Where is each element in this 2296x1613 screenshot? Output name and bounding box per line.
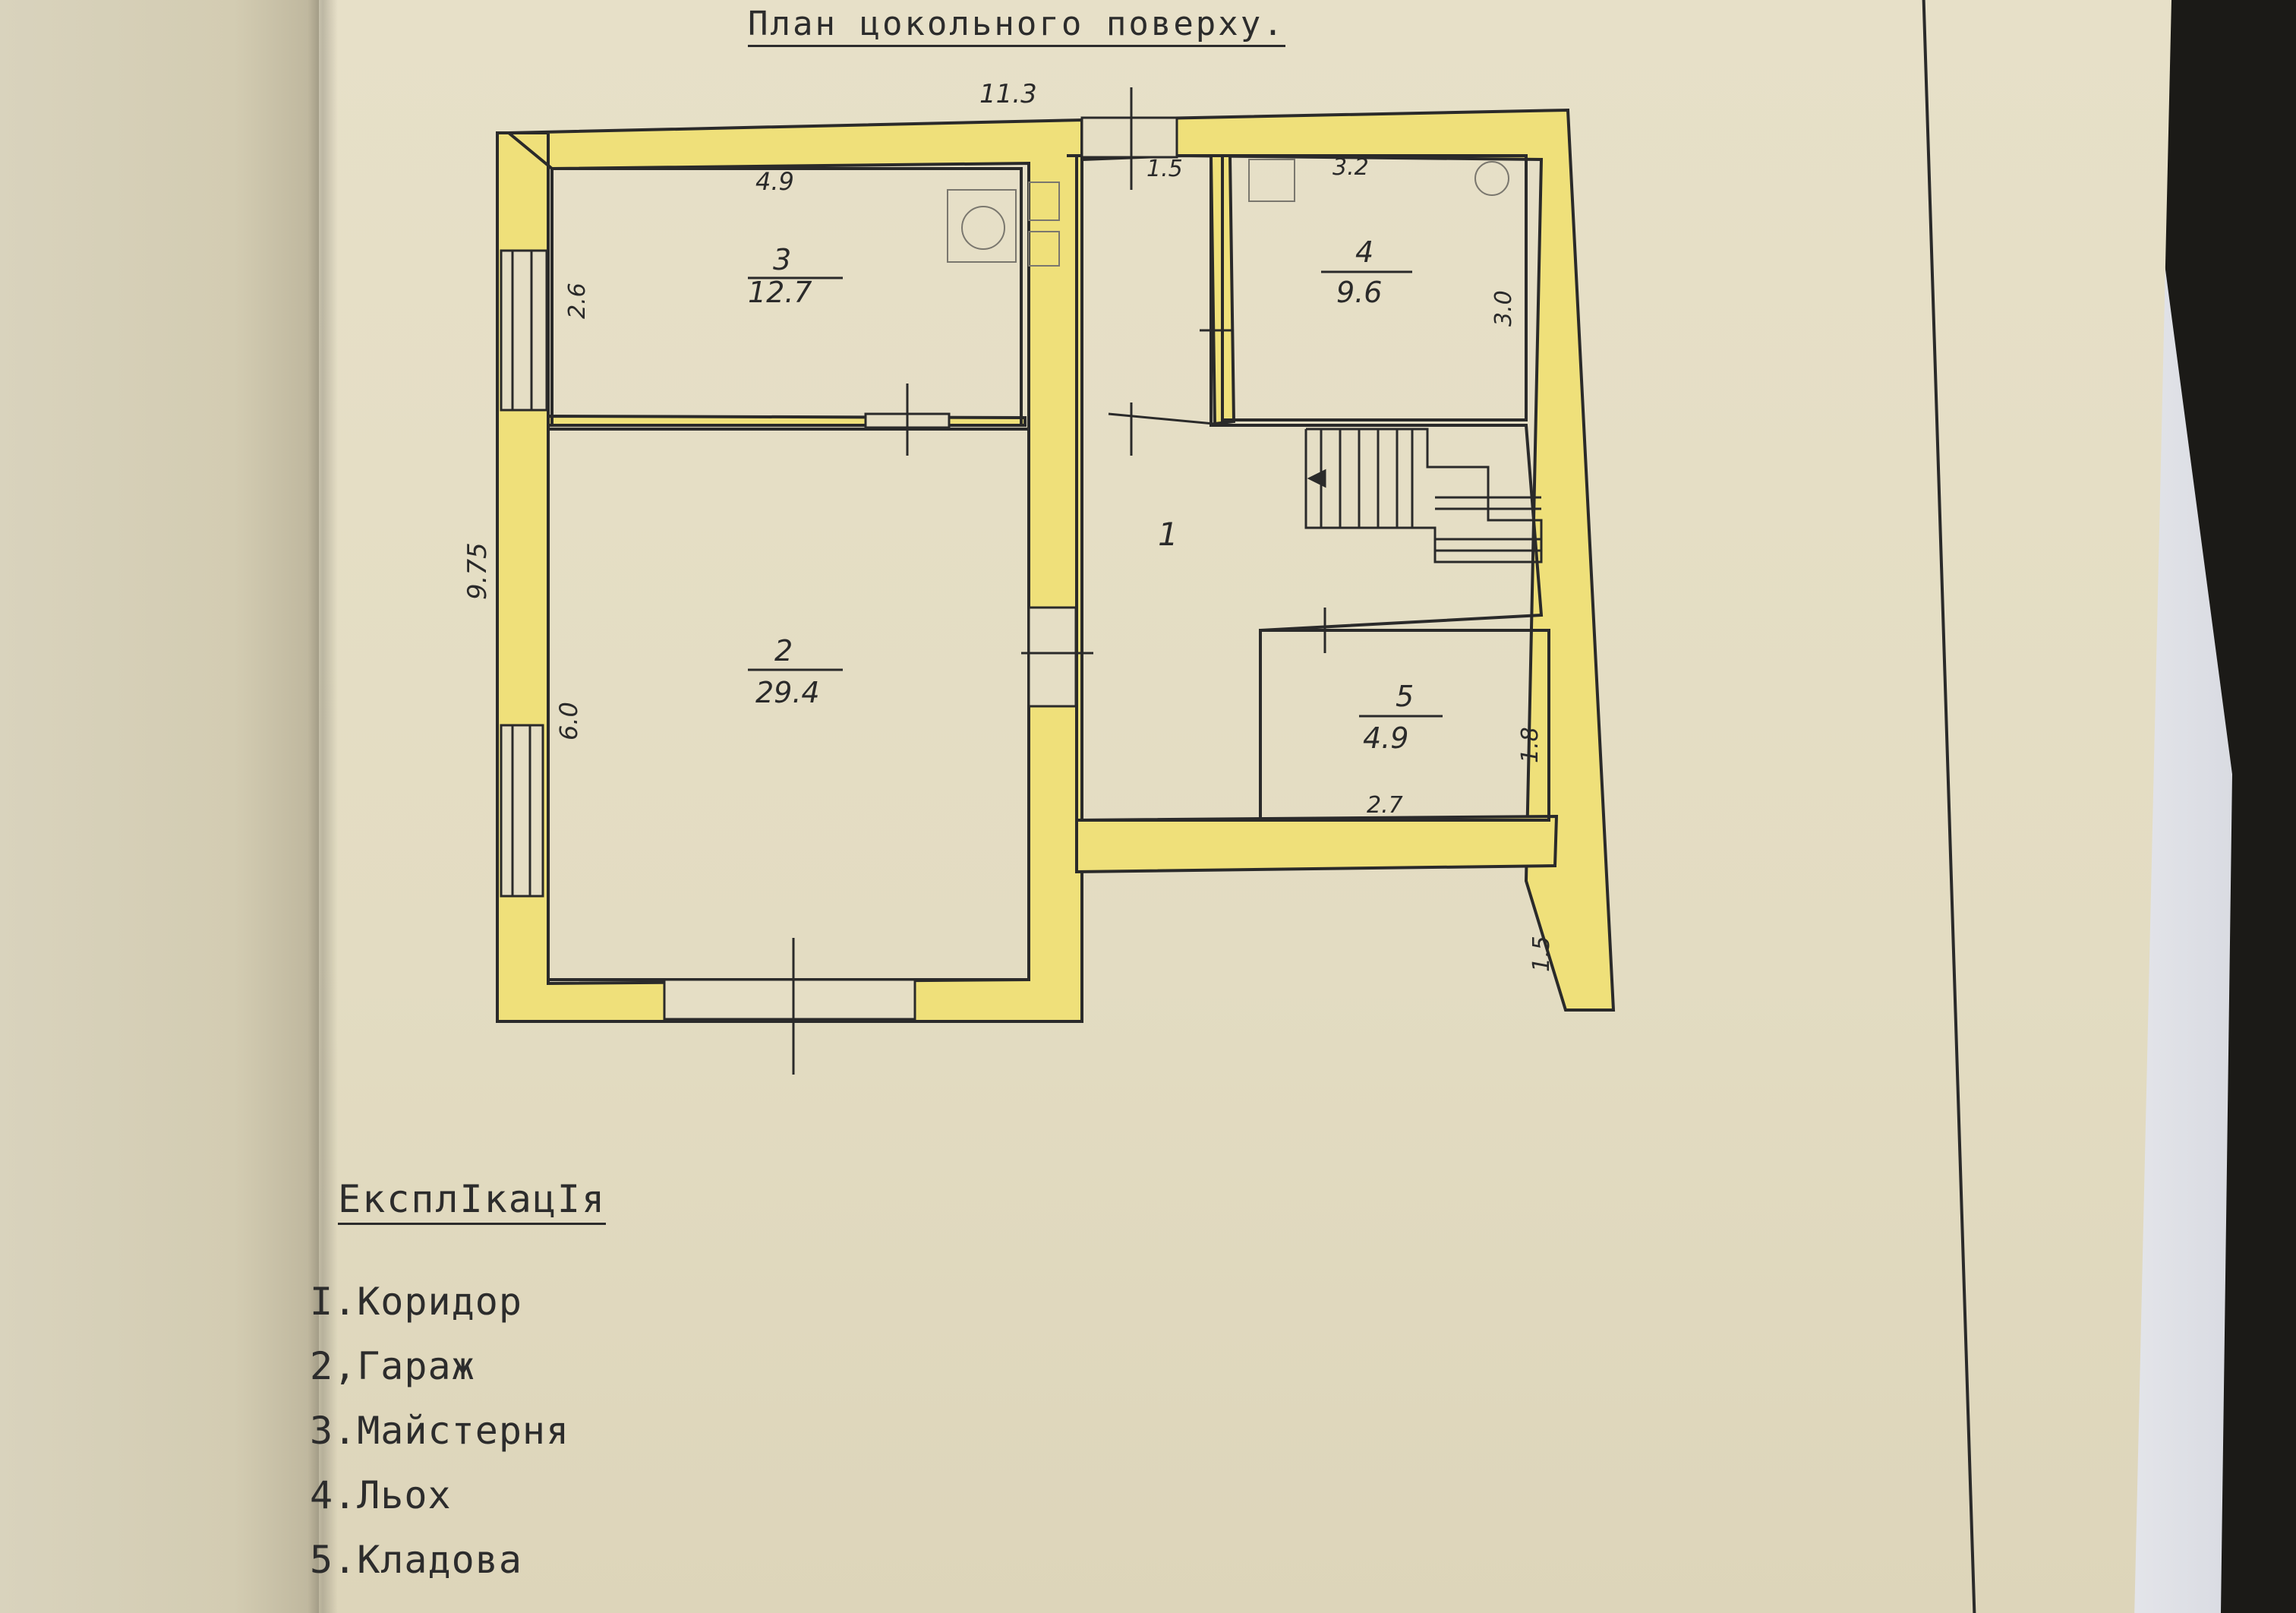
room-5-number: 5 (1396, 680, 1414, 713)
room-4-height: 3.0 (1490, 290, 1517, 327)
book-spine-shadow (308, 0, 338, 1613)
page-title: План цокольного поверху. (748, 5, 1285, 47)
cabinet-sketch (1248, 159, 1295, 202)
fixtures (947, 159, 1509, 267)
dim-right-stub: 1.5 (1528, 936, 1555, 972)
room-4-area: 9.6 (1336, 276, 1382, 309)
room-3-area: 12.7 (748, 276, 812, 309)
dim-corridor-top: 1.5 (1146, 156, 1183, 182)
door-garage-corridor (1027, 606, 1077, 708)
garage-door-opening (663, 978, 916, 1021)
legend-item: 4.Льох (310, 1473, 452, 1517)
legend-item: 5.Кладова (310, 1538, 522, 1582)
outer-wall-left-building (496, 118, 1083, 1023)
room-5-height: 1.8 (1517, 727, 1544, 763)
room-3-height: 2.6 (564, 283, 591, 319)
room-4-number: 4 (1355, 235, 1374, 269)
dim-overall-width: 11.3 (979, 79, 1037, 109)
left-book-page (0, 0, 334, 1613)
stove-sketch (947, 189, 1017, 263)
room-labels: 1 2 29.4 3 12.7 4 9.6 5 4.9 (748, 235, 1443, 755)
legend-item: І.Коридор (310, 1280, 522, 1324)
room-3-outline (550, 167, 1023, 427)
stairs (1304, 428, 1543, 563)
boiler-circle (1474, 161, 1509, 196)
room-4-outline (1221, 154, 1528, 421)
legend-item: 3.Майстерня (310, 1409, 570, 1453)
room-4-width: 3.2 (1332, 154, 1369, 181)
room-2-area: 29.4 (755, 676, 820, 709)
wall-bottom-corridor (1075, 814, 1559, 874)
door-corridor-top (1080, 116, 1178, 159)
document-page (319, 0, 2171, 1613)
legend-list: І.Коридор 2,Гараж 3.Майстерня 4.Льох 5.К… (310, 1280, 569, 1602)
room-5-width: 2.7 (1367, 792, 1403, 819)
openings (500, 87, 1326, 1075)
room-2-height: 6.0 (554, 702, 583, 740)
walls (496, 108, 1616, 1023)
room-2-number: 2 (774, 634, 793, 668)
window-left-lower (500, 724, 544, 898)
legend-item: 2,Гараж (310, 1344, 475, 1388)
room-3-width: 4.9 (755, 167, 794, 196)
room-1-number: 1 (1158, 516, 1178, 553)
dim-left-height: 9.75 (462, 542, 493, 600)
outer-wall-right-building (1080, 108, 1616, 1012)
dimension-labels: 11.3 9.75 1.5 1.5 4.9 2.6 6.0 3.2 3.0 2.… (462, 79, 1555, 972)
room-3-number: 3 (773, 243, 791, 276)
window-left-upper (500, 249, 548, 412)
legend-heading: ЕксплІкацІя (338, 1177, 607, 1225)
corridor-outline (1067, 154, 1544, 822)
room-5-area: 4.9 (1363, 721, 1408, 755)
